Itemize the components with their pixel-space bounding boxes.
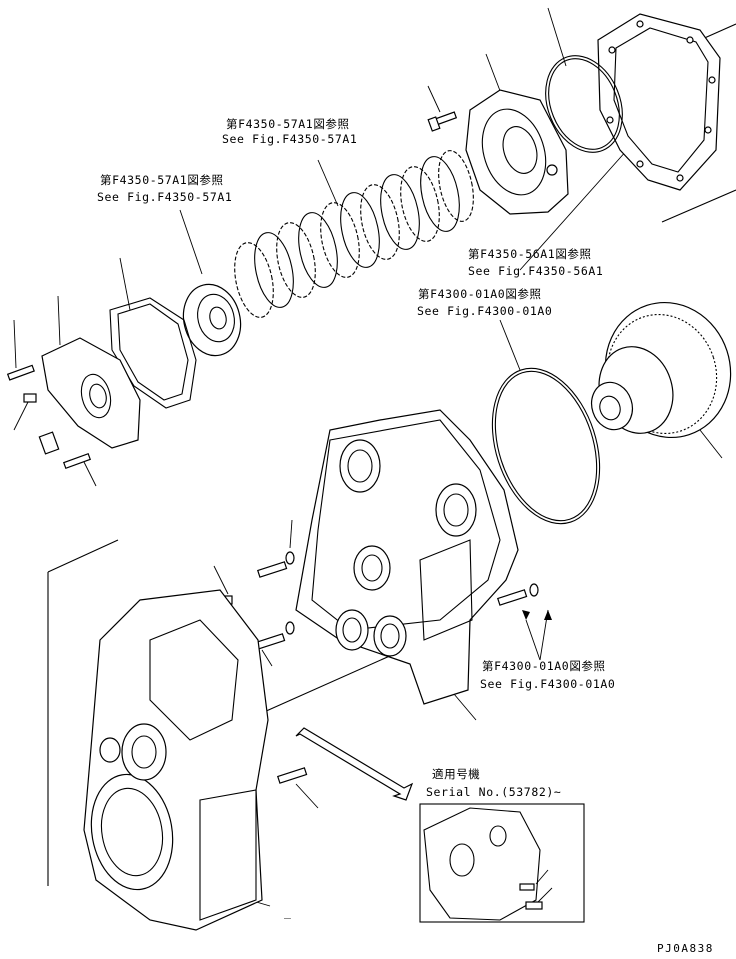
hub-bearing xyxy=(182,283,242,357)
bolt xyxy=(255,633,286,650)
reference-en: See Fig.F4350-56A1 xyxy=(468,264,603,278)
bolt xyxy=(6,364,35,381)
reference-label-left: 第F4350-57A1図参照 See Fig.F4350-57A1 xyxy=(97,173,232,204)
dowel-pin xyxy=(38,431,60,455)
serial-detail-box xyxy=(419,803,585,923)
serial-label: 適用号機 Serial No.(53782)~ xyxy=(426,767,561,799)
washer xyxy=(529,583,539,597)
reference-jp: 第F4350-57A1図参照 xyxy=(226,117,350,131)
reference-en: See Fig.F4350-57A1 xyxy=(222,132,357,146)
torque-converter xyxy=(590,301,732,439)
reference-jp: 第F4350-57A1図参照 xyxy=(100,173,224,187)
front-cover xyxy=(41,337,141,449)
serial-jp: 適用号機 xyxy=(432,767,480,781)
o-ring-top xyxy=(545,55,623,153)
bolt xyxy=(277,767,308,784)
washer xyxy=(285,551,295,565)
washer xyxy=(285,621,295,635)
bolt xyxy=(497,589,528,606)
bolt xyxy=(427,111,458,132)
pointer-arrow xyxy=(295,727,414,801)
reference-en: See Fig.F4300-01A0 xyxy=(480,677,615,691)
reference-label-right-mid: 第F4300-01A0図参照 See Fig.F4300-01A0 xyxy=(417,287,552,318)
rear-cover xyxy=(597,13,721,191)
misc-mark: _ xyxy=(284,905,292,919)
o-ring-large xyxy=(491,367,601,525)
clutch-plate-stack xyxy=(234,150,474,318)
reference-label-top: 第F4350-57A1図参照 See Fig.F4350-57A1 xyxy=(222,117,357,146)
leader-lines xyxy=(13,7,736,907)
reference-jp: 第F4350-56A1図参照 xyxy=(468,247,592,261)
serial-en: Serial No.(53782)~ xyxy=(426,785,561,799)
bolt xyxy=(257,561,288,578)
figure-code: PJ0A838 xyxy=(657,942,714,955)
transmission-case xyxy=(295,409,519,705)
reference-en: See Fig.F4350-57A1 xyxy=(97,190,232,204)
pump-carrier xyxy=(465,89,569,215)
transmission-housing xyxy=(83,589,269,931)
reference-jp: 第F4300-01A0図参照 xyxy=(482,659,606,673)
bolt xyxy=(62,452,92,470)
reference-jp: 第F4300-01A0図参照 xyxy=(418,287,542,301)
plug xyxy=(23,393,37,403)
reference-label-right-upper: 第F4350-56A1図参照 See Fig.F4350-56A1 xyxy=(468,247,603,278)
reference-label-right-lower: 第F4300-01A0図参照 See Fig.F4300-01A0 xyxy=(480,659,615,691)
reference-en: See Fig.F4300-01A0 xyxy=(417,304,552,318)
